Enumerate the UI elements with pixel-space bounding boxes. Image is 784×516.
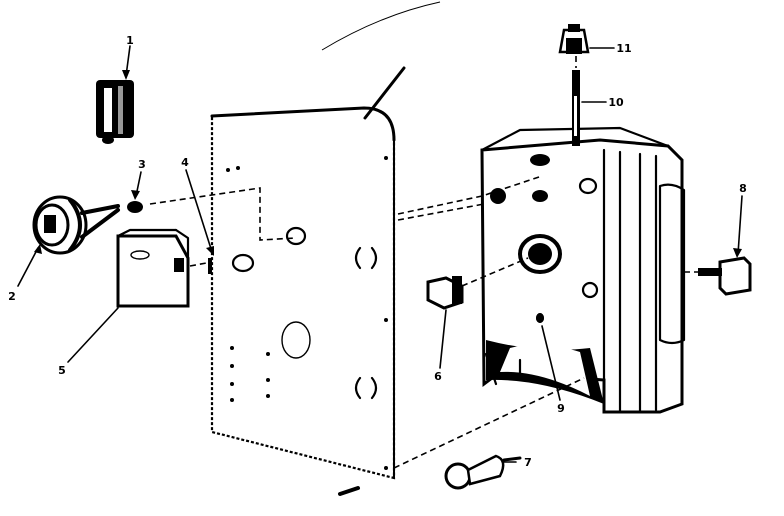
mounting-plate	[210, 66, 406, 480]
callout-7: 7	[524, 456, 532, 469]
part-10-rod	[572, 70, 580, 146]
leader-lines	[17, 45, 743, 463]
valve-body	[480, 126, 686, 414]
part-11	[558, 24, 590, 54]
callout-10: 10	[608, 96, 624, 109]
part-3	[127, 201, 143, 213]
part-5-box	[116, 228, 190, 308]
callout-4: 4	[181, 156, 189, 169]
part-7-valve	[444, 454, 522, 490]
callout-3: 3	[138, 158, 146, 171]
part-6-plug	[426, 276, 464, 310]
part-9	[536, 313, 544, 323]
background-curve	[321, 1, 441, 51]
callout-5: 5	[58, 364, 66, 377]
callout-numbers: 1 2 3 4 5 6 7 8 9 10 11	[8, 34, 747, 469]
part-1	[96, 80, 134, 144]
callout-2: 2	[8, 290, 16, 303]
callout-1: 1	[126, 34, 134, 47]
assembly-lines	[149, 56, 700, 469]
part-8	[698, 256, 752, 296]
callout-6: 6	[434, 370, 442, 383]
callout-8: 8	[739, 182, 747, 195]
callout-9: 9	[557, 402, 565, 415]
screw	[338, 486, 360, 496]
callout-11: 11	[616, 42, 631, 55]
part-2-gauge	[32, 195, 120, 255]
